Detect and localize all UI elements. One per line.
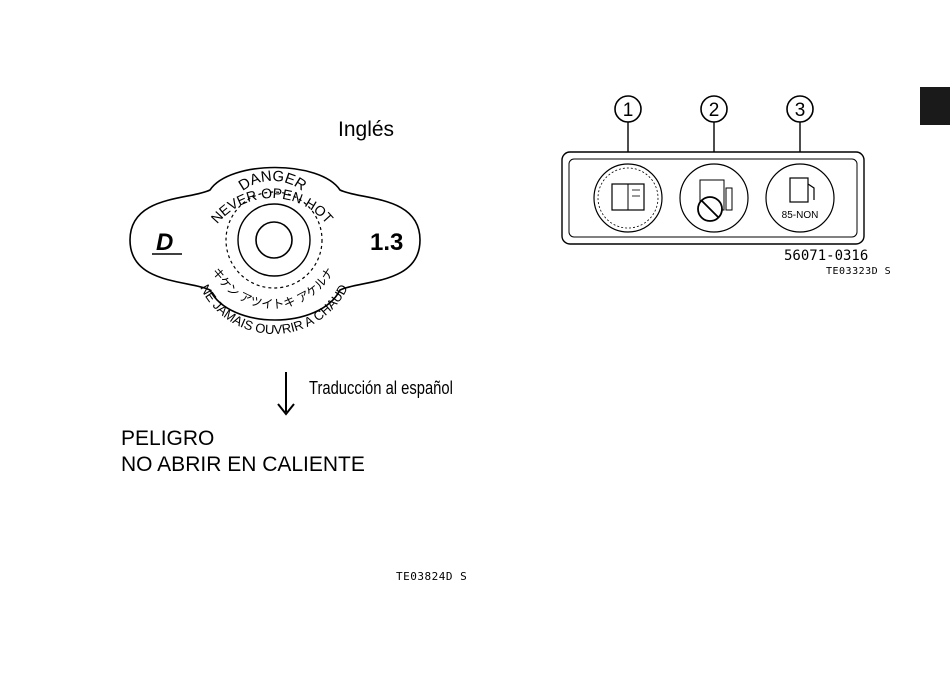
translation-line-1: PELIGRO xyxy=(121,426,365,452)
svg-text:2: 2 xyxy=(709,100,720,121)
svg-text:D: D xyxy=(156,229,173,256)
section-tab-marker xyxy=(920,87,950,125)
translation-label: Traducción al español xyxy=(309,378,453,399)
callout-1: 1 xyxy=(615,96,641,158)
no-fire-icon xyxy=(680,164,748,232)
figure-code-left: TE03824D S xyxy=(396,570,467,583)
svg-text:1: 1 xyxy=(623,100,634,121)
svg-text:3: 3 xyxy=(795,100,806,121)
down-arrow-icon xyxy=(275,370,297,418)
svg-text:85-NON: 85-NON xyxy=(782,210,819,221)
spanish-translation: PELIGRO NO ABRIR EN CALIENTE xyxy=(121,426,365,478)
callout-2: 2 xyxy=(701,96,727,158)
callout-3: 3 xyxy=(787,96,813,158)
cap-pressure-value: 1.3 xyxy=(370,229,403,256)
part-number: 56071-0316 xyxy=(784,248,868,264)
language-label: Inglés xyxy=(338,118,394,142)
translation-line-2: NO ABRIR EN CALIENTE xyxy=(121,452,365,478)
manual-book-icon xyxy=(594,164,662,232)
figure-code-right: TE03323D S xyxy=(826,266,891,277)
fuel-pump-icon: 85-NON xyxy=(766,164,834,232)
cap-center-hole xyxy=(256,222,292,258)
radiator-cap-illustration: D 1.3 DANGER NEVER OPEN HOT キケン アツイトキ アケ… xyxy=(120,140,440,350)
fuel-decal-illustration: 1 2 3 85-NON xyxy=(560,92,870,248)
